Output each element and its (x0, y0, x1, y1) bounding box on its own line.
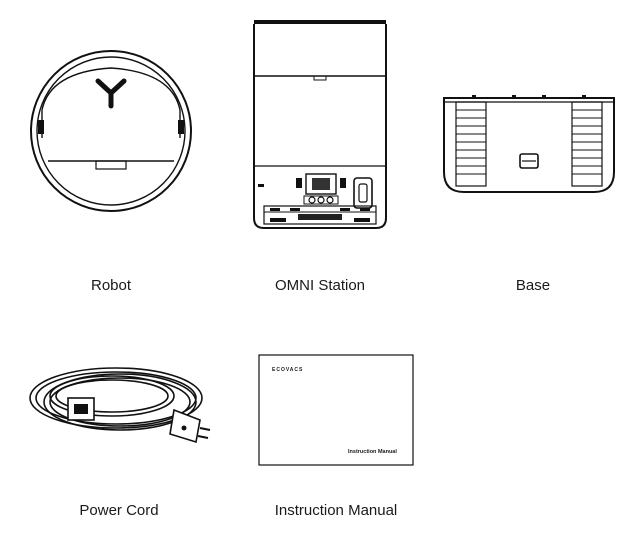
manual-brand: ECOVACS (272, 367, 304, 373)
omni-station-icon (253, 20, 387, 229)
omni-station-item (250, 18, 390, 230)
power-cord-item (24, 358, 214, 454)
instruction-manual-label: Instruction Manual (274, 502, 398, 519)
base-item (442, 94, 616, 194)
base-label: Base (515, 277, 551, 294)
power-cord-label: Power Cord (79, 502, 159, 519)
instruction-manual-icon (258, 354, 414, 466)
instruction-manual-item: ECOVACS Instruction Manual (258, 354, 414, 466)
base-icon (443, 95, 615, 193)
power-cord-icon (29, 367, 211, 444)
robot-label: Robot (90, 277, 132, 294)
omni-station-label: OMNI Station (274, 277, 366, 294)
robot-vacuum-icon (30, 50, 192, 212)
manual-cover-title: Instruction Manual (348, 449, 397, 455)
robot-item (28, 48, 194, 214)
